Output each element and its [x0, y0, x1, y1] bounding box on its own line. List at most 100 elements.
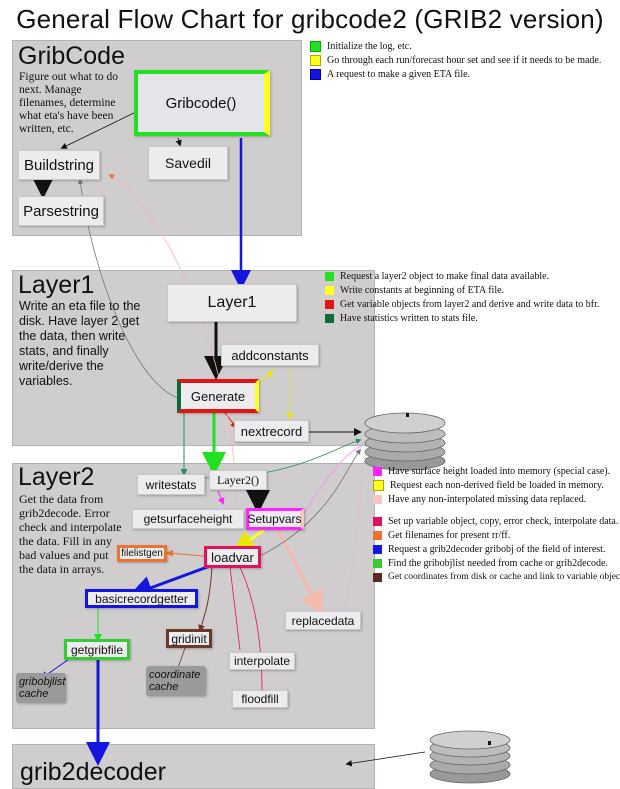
getsurfaceheight-node[interactable]: getsurfaceheight — [132, 509, 244, 529]
disk-stack-icon — [429, 730, 511, 784]
basicrecordgetter-label: basicrecordgetter — [95, 591, 188, 606]
legend-swatch — [373, 572, 382, 582]
addconstants-label: addconstants — [231, 347, 309, 363]
legend-label: Have statistics written to stats file. — [340, 313, 478, 324]
edge-loadvar-to-filelistgen — [166, 549, 205, 557]
legend-swatch — [325, 314, 334, 323]
edge-replacedata-to-disk — [344, 454, 366, 611]
writestats-node[interactable]: writestats — [137, 474, 205, 495]
legend-item: Go through each run/forecast hour set an… — [310, 55, 601, 66]
legend-item: Request each non-derived field be loaded… — [373, 480, 604, 491]
legend-label: Go through each run/forecast hour set an… — [327, 55, 602, 66]
legend-swatch — [373, 517, 382, 526]
addconstants-node[interactable]: addconstants — [221, 344, 319, 366]
legend-label: Request a layer2 object to make final da… — [340, 271, 550, 282]
layer2-description: Get the data from grib2decode. Error che… — [19, 492, 122, 576]
legend-label: A request to make a given ETA file. — [327, 69, 471, 80]
edge-getsurfaceheight-to-disk — [299, 445, 363, 521]
edge-setupvars-to-loadvar — [233, 528, 265, 552]
legend-label: Request a grib2decoder gribobj of the fi… — [388, 544, 606, 555]
legend-swatch — [325, 286, 334, 295]
layer2-function-label: Layer2() — [217, 472, 259, 487]
coordinate-cache-node[interactable]: coordinate cache — [146, 666, 206, 696]
legend-item: Initialize the log, etc. — [310, 41, 412, 52]
legend-swatch — [325, 300, 334, 309]
legend-label: Get coordinates from disk or cache and l… — [388, 572, 620, 582]
gridinit-label: gridinit — [171, 631, 207, 646]
legend-item: A request to make a given ETA file. — [310, 69, 470, 80]
savedil-node[interactable]: Savedil — [148, 146, 228, 180]
layer2-function-node[interactable]: Layer2() — [209, 470, 267, 490]
legend-label: Get filenames for present rr/ff. — [388, 530, 511, 541]
legend-item: Have statistics written to stats file. — [325, 313, 478, 324]
layer1-function-label: Layer1 — [207, 294, 257, 311]
filelistgen-label: filelistgen — [121, 548, 163, 559]
legend-item: Have any non-interpolated missing data r… — [373, 494, 586, 505]
nextrecord-label: nextrecord — [240, 423, 303, 439]
parsestring-node[interactable]: Parsestring — [18, 196, 104, 226]
legend-label: Have any non-interpolated missing data r… — [388, 494, 587, 505]
legend-item: Write constants at beginning of ETA file… — [325, 285, 504, 296]
gribobjlist-cache-label: gribobjlist cache — [19, 676, 66, 700]
interpolate-label: interpolate — [233, 654, 291, 668]
legend-swatch — [373, 467, 382, 476]
coordinate-cache-label: coordinate cache — [149, 669, 201, 693]
legend-label: Find the gribobjlist needed from cache o… — [388, 558, 608, 569]
legend-swatch — [373, 531, 382, 540]
legend-label: Write constants at beginning of ETA file… — [340, 285, 505, 296]
parsestring-label: Parsestring — [23, 202, 99, 220]
loadvar-node[interactable]: loadvar — [204, 546, 261, 568]
legend-swatch — [310, 55, 321, 66]
edge-loadvar-to-gridinit — [198, 566, 213, 632]
legend-label: Have surface height loaded into memory (… — [388, 466, 611, 477]
legend-label: Initialize the log, etc. — [327, 41, 412, 52]
grib2decoder-panel — [12, 744, 375, 789]
loadvar-label: loadvar — [211, 549, 254, 565]
filelistgen-node[interactable]: filelistgen — [117, 545, 167, 562]
basicrecordgetter-node[interactable]: basicrecordgetter — [85, 589, 198, 608]
legend-item: Request a grib2decoder gribobj of the fi… — [373, 544, 605, 555]
legend-item: Get filenames for present rr/ff. — [373, 530, 510, 541]
buildstring-node[interactable]: Buildstring — [18, 150, 100, 180]
edge-layer2-to-getsurfaceheight — [217, 490, 225, 505]
buildstring-label: Buildstring — [23, 156, 95, 174]
nextrecord-node[interactable]: nextrecord — [234, 420, 309, 442]
edge-setupvars-to-replacedata — [276, 529, 323, 616]
gribcode-function-node[interactable]: Gribcode() — [134, 70, 270, 136]
setupvars-node[interactable]: Setupvars — [246, 508, 304, 530]
legend-swatch — [373, 559, 382, 568]
gridinit-node[interactable]: gridinit — [166, 629, 212, 648]
legend-swatch — [325, 272, 334, 281]
floodfill-node[interactable]: floodfill — [232, 690, 288, 708]
legend-swatch — [373, 545, 382, 554]
disk-stack-icon — [364, 412, 446, 471]
legend-swatch — [373, 480, 384, 491]
edge-gridinit-to-coordinate-cache — [177, 647, 186, 669]
edge-disk-to-grib2decoder — [345, 751, 426, 767]
legend-item: Get variable objects from layer2 and der… — [325, 299, 599, 310]
gribcode-function-label: Gribcode() — [165, 94, 237, 112]
generate-node[interactable]: Generate — [177, 379, 259, 413]
gribobjlist-cache-node[interactable]: gribobjlist cache — [16, 673, 66, 703]
edge-gribcode-to-buildstring — [60, 109, 141, 149]
edge-gribcode-to-savedil — [175, 137, 182, 147]
replacedata-node[interactable]: replacedata — [285, 611, 361, 630]
layer1-panel-title: Layer1 — [18, 271, 95, 299]
savedil-label: Savedil — [165, 155, 211, 171]
page-title: General Flow Chart for gribcode2 (GRIB2 … — [16, 4, 604, 34]
getgribfile-label: getgribfile — [70, 642, 124, 657]
writestats-label: writestats — [145, 477, 197, 492]
getgribfile-node[interactable]: getgribfile — [64, 639, 130, 660]
legend-label: Set up variable object, copy, error chec… — [388, 516, 619, 527]
legend-item: Set up variable object, copy, error chec… — [373, 516, 618, 527]
setupvars-label: Setupvars — [247, 512, 302, 526]
getsurfaceheight-label: getsurfaceheight — [143, 512, 233, 526]
legend-item: Request a layer2 object to make final da… — [325, 271, 549, 282]
interpolate-node[interactable]: interpolate — [229, 652, 295, 670]
legend-label: Get variable objects from layer2 and der… — [340, 299, 600, 310]
layer1-function-node[interactable]: Layer1 — [167, 284, 297, 322]
layer1-description: Write an eta file to the disk. Have laye… — [19, 299, 141, 388]
floodfill-label: floodfill — [241, 692, 279, 706]
legend-item: Find the gribobjlist needed from cache o… — [373, 558, 608, 569]
